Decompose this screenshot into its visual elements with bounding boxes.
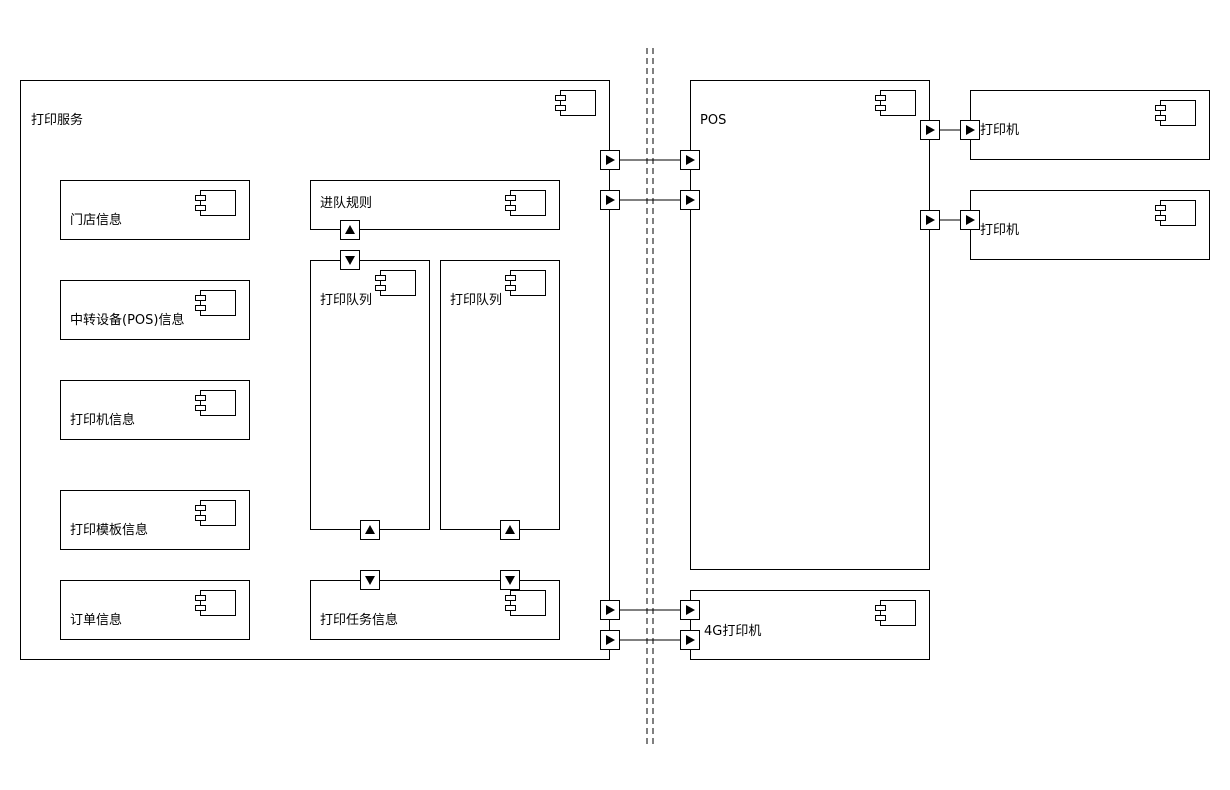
port-right	[960, 120, 980, 140]
template-info-label: 打印模板信息	[70, 522, 148, 538]
port-right	[920, 120, 940, 140]
print-queue-label: 打印队列	[450, 293, 502, 308]
port-down	[500, 570, 520, 590]
port-right	[600, 630, 620, 650]
component-icon	[875, 90, 916, 116]
printer-4g-label: 4G打印机	[704, 624, 761, 639]
component-icon	[195, 390, 236, 416]
print-service-label: 打印服务	[31, 112, 83, 128]
port-up	[340, 220, 360, 240]
store-info-label: 门店信息	[70, 212, 122, 228]
port-down	[340, 250, 360, 270]
port-right	[960, 210, 980, 230]
component-icon	[195, 190, 236, 216]
order-info-label: 订单信息	[70, 612, 122, 628]
port-right	[680, 150, 700, 170]
queue-rule-label: 进队规则	[320, 196, 372, 211]
printer-label: 打印机	[980, 123, 1019, 138]
port-right	[920, 210, 940, 230]
port-right	[600, 150, 620, 170]
component-icon	[1155, 200, 1196, 226]
component-icon	[375, 270, 416, 296]
port-up	[500, 520, 520, 540]
port-right	[680, 600, 700, 620]
component-icon	[875, 600, 916, 626]
printer-info-label: 打印机信息	[70, 412, 135, 428]
port-down	[360, 570, 380, 590]
port-right	[680, 190, 700, 210]
port-right	[680, 630, 700, 650]
pos-component[interactable]: POS	[690, 80, 930, 570]
port-up	[360, 520, 380, 540]
component-icon	[195, 290, 236, 316]
port-right	[600, 600, 620, 620]
component-icon	[505, 270, 546, 296]
printer-label: 打印机	[980, 223, 1019, 238]
component-icon	[555, 90, 596, 116]
component-icon	[505, 190, 546, 216]
print-task-info-label: 打印任务信息	[320, 612, 398, 628]
component-icon	[195, 500, 236, 526]
component-icon	[1155, 100, 1196, 126]
port-right	[600, 190, 620, 210]
component-icon	[195, 590, 236, 616]
print-queue-label: 打印队列	[320, 293, 372, 308]
pos-label: POS	[700, 113, 726, 128]
component-icon	[505, 590, 546, 616]
print-queue-component-2[interactable]: 打印队列	[440, 260, 560, 530]
relay-device-info-label: 中转设备(POS)信息	[70, 312, 184, 328]
print-queue-component-1[interactable]: 打印队列	[310, 260, 430, 530]
